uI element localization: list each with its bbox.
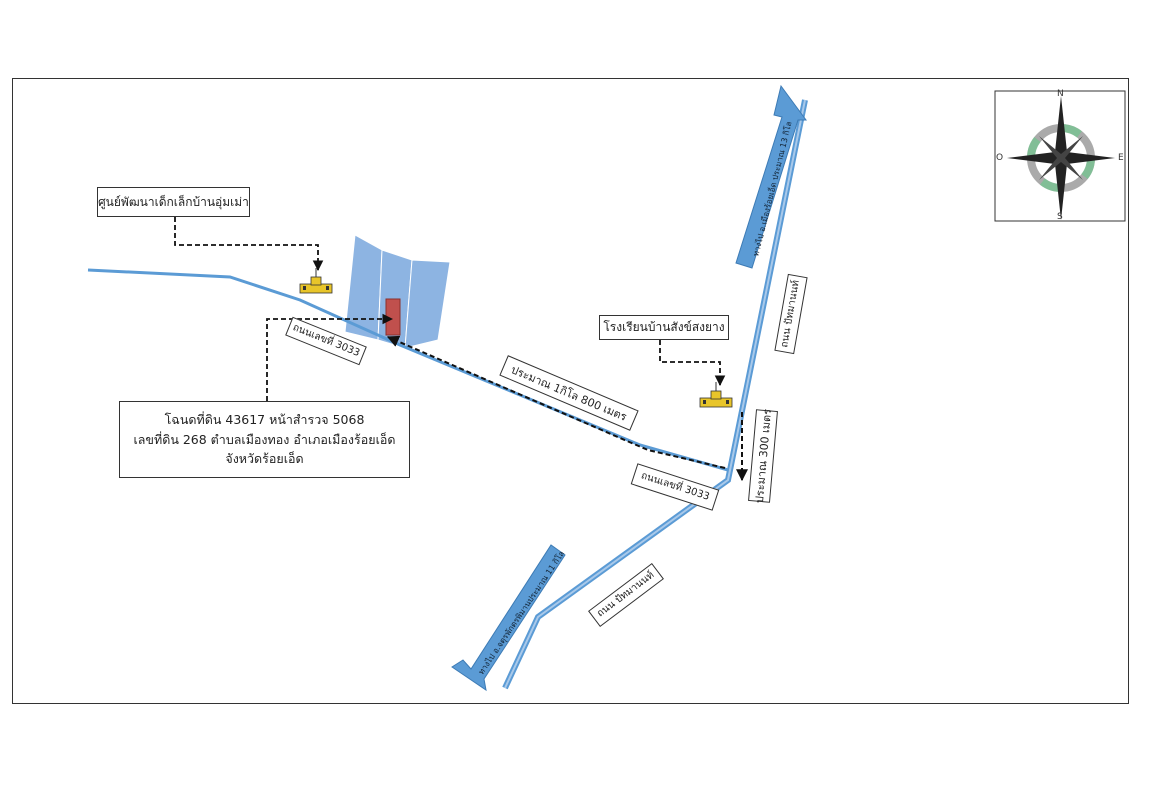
leader-land-title (266, 313, 394, 401)
compass-w: O (996, 153, 1004, 163)
school-icon (699, 382, 733, 408)
compass-s: S (1057, 212, 1063, 222)
compass-n: N (1057, 89, 1064, 99)
child-center-label: ศูนย์พัฒนาเด็กเล็กบ้านอุ่มเม่า (97, 187, 250, 217)
school-label: โรงเรียนบ้านสังข์สงยาง (599, 315, 729, 340)
land-title-line1: โฉนดที่ดิน 43617 หน้าสำรวจ 5068 (164, 411, 365, 427)
compass-e: E (1118, 153, 1124, 163)
target-plot (385, 298, 401, 336)
land-title-box: โฉนดที่ดิน 43617 หน้าสำรวจ 5068 เลขที่ดิ… (119, 401, 410, 478)
land-title-line3: จังหวัดร้อยเอ็ด (225, 451, 304, 467)
land-parcels (344, 234, 451, 349)
land-title-line2: เลขที่ดิน 268 ตำบลเมืองทอง อำเภอเมืองร้อ… (133, 431, 396, 447)
leader-school (659, 340, 726, 387)
leader-child-center (174, 217, 324, 272)
arrow-south (451, 544, 566, 692)
arrow-north (735, 84, 807, 269)
school-icon (299, 268, 333, 294)
route-1800m (386, 335, 726, 469)
compass-rose-icon (1007, 96, 1115, 220)
